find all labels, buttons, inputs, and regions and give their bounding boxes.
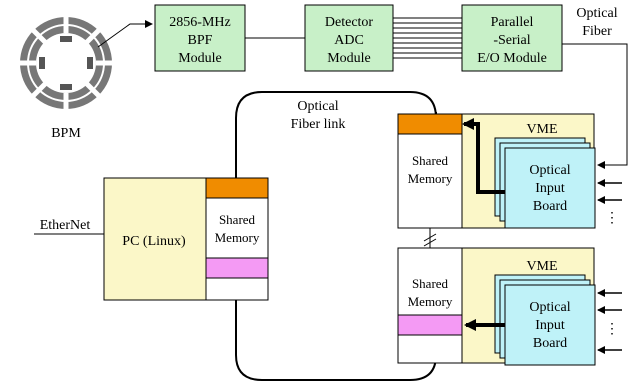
bpf-module-line3: Module [178, 51, 222, 66]
vme-1-data-path-arrow [462, 118, 505, 194]
fiber-link-loop-top [235, 91, 437, 119]
vme-1-optical-input-board: Optical Input Board [504, 147, 596, 229]
adc-module-line3: Module [327, 51, 371, 66]
fiber-link-loop-bottom [235, 354, 437, 381]
bpf-module-line1: 2856-MHz [169, 15, 230, 30]
vme-2-board-line1: Optical [529, 300, 570, 315]
bpm-label: BPM [51, 126, 81, 141]
vme-1-board-line1: Optical [529, 163, 570, 178]
vme-2-board-line3: Board [533, 336, 567, 351]
optical-fiber-line [562, 43, 628, 169]
vme-2-shared-memory [397, 247, 463, 364]
ps-module-line3: E/O Module [477, 51, 547, 66]
vme-2-memory-pink-block [397, 314, 463, 336]
fiber-link-label-line2: Fiber link [291, 117, 346, 132]
optical-fiber-label-line2: Fiber [582, 24, 612, 39]
vme-2-shared-memory-line2: Memory [408, 294, 453, 309]
memory-link-break-2 [423, 238, 437, 247]
vme-2-board-line2: Input [535, 318, 565, 333]
vme-1-label: VME [526, 122, 557, 137]
bpm-to-bpf-line [97, 20, 153, 48]
fiber-link-label-line1: Optical [297, 99, 338, 114]
pc-label: PC (Linux) [122, 234, 186, 249]
pc-memory-orange-block [205, 177, 269, 199]
adc-module-line1: Detector [325, 15, 374, 30]
vme-1-shared-memory-line2: Memory [408, 171, 453, 186]
ps-module-line1: Parallel [491, 15, 534, 30]
vme-1-board-line3: Board [533, 199, 567, 214]
bpf-module: 2856-MHz BPF Module [154, 4, 246, 72]
vme-2-shared-memory-line1: Shared [412, 276, 449, 291]
vme-crate-1: VME Shared Memory Optical Input Board [397, 113, 596, 229]
bpm-ring-icon [20, 17, 112, 109]
vme-1-input-ellipsis: ⋮ [605, 211, 619, 226]
adc-module-line2: ADC [334, 33, 364, 48]
adc-module: Detector ADC Module [304, 4, 394, 72]
parallel-serial-module: Parallel -Serial E/O Module [461, 4, 563, 72]
vme-1-shared-memory-line1: Shared [412, 153, 449, 168]
optical-fiber-label-line1: Optical [576, 6, 617, 21]
vme-2-optical-input-board: Optical Input Board [504, 284, 596, 366]
pc-shared-memory-line1: Shared [219, 212, 256, 227]
bpf-module-line2: BPF [188, 33, 213, 48]
vme-crate-2: VME Shared Memory Optical Input Board [397, 247, 596, 366]
vme-2-label: VME [526, 259, 557, 274]
pc-shared-memory: Shared Memory [205, 177, 269, 301]
vme-1-memory-orange-block [397, 113, 463, 135]
memory-link-break-1 [423, 233, 437, 242]
vme-1-board-line2: Input [535, 181, 565, 196]
vme-2-input-ellipsis: ⋮ [605, 322, 619, 337]
ethernet-label: EtherNet [40, 218, 91, 233]
parallel-bus-lines [393, 17, 462, 59]
pc-shared-memory-line2: Memory [215, 230, 260, 245]
ps-module-line2: -Serial [493, 33, 530, 48]
pc-memory-pink-block [205, 257, 269, 279]
